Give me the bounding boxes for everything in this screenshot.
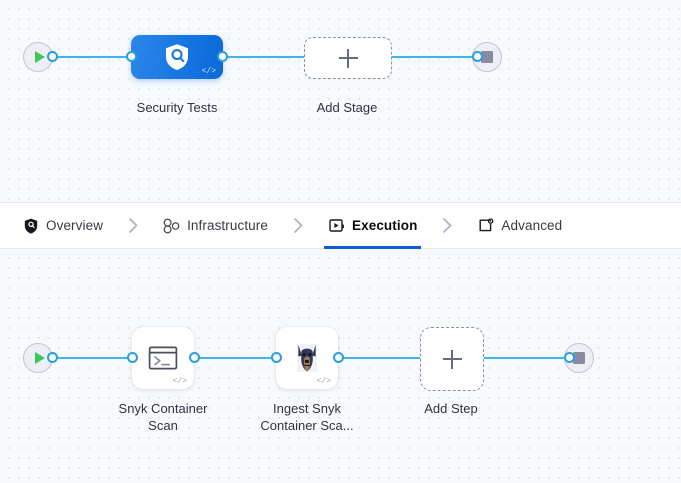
terminal-icon	[148, 346, 178, 370]
tab-execution[interactable]: Execution	[324, 203, 422, 249]
stage-end-port[interactable]	[472, 51, 483, 62]
stage-canvas[interactable]: </> Security Tests Add Stage	[0, 0, 681, 202]
play-icon	[34, 352, 45, 364]
step-node-snyk-container-scan[interactable]: </>	[132, 327, 194, 389]
code-badge: </>	[316, 377, 331, 386]
tab-label: Overview	[46, 218, 104, 233]
edge-add-stage-to-end	[390, 56, 478, 58]
edge-start-to-snyk-container-scan	[50, 357, 136, 359]
plus-icon	[442, 349, 462, 369]
stage-start-port[interactable]	[47, 51, 58, 62]
shield-search-icon	[166, 44, 188, 70]
add-step-button[interactable]	[420, 327, 484, 391]
stage-security-tests-in-port[interactable]	[126, 51, 137, 62]
tab-separator-1	[107, 203, 159, 248]
step-ingest-in-port[interactable]	[271, 352, 282, 363]
step-snyk-container-scan-in-port[interactable]	[127, 352, 138, 363]
stage-security-tests-out-port[interactable]	[217, 51, 228, 62]
stop-icon	[573, 352, 585, 364]
edge-start-to-security-tests	[50, 56, 136, 58]
plus-icon	[338, 48, 358, 68]
add-step-label: Add Step	[424, 401, 478, 416]
edge-security-tests-to-add-stage	[222, 56, 306, 58]
edge-add-step-to-end	[484, 357, 572, 359]
step-end-port[interactable]	[564, 352, 575, 363]
tab-separator-3	[421, 203, 473, 248]
stop-icon	[481, 51, 493, 63]
section-tabs: Overview Infrastructure	[0, 202, 681, 249]
add-stage-label: Add Stage	[316, 100, 378, 115]
chevron-right-icon	[128, 218, 137, 233]
step-snyk-container-scan-out-port[interactable]	[189, 352, 200, 363]
add-stage-button[interactable]	[304, 37, 392, 79]
shield-icon	[22, 217, 39, 234]
tab-label: Execution	[352, 218, 418, 233]
doberman-icon	[297, 344, 317, 372]
code-badge: </>	[172, 377, 187, 386]
cluster-nodes-icon	[163, 217, 180, 234]
step-ingest-out-port[interactable]	[333, 352, 344, 363]
step-node-ingest-snyk-container-scan[interactable]: </>	[276, 327, 338, 389]
tab-advanced[interactable]: Advanced	[473, 203, 566, 248]
tab-label: Infrastructure	[187, 218, 268, 233]
step-label-ingest-snyk-container-scan: Ingest Snyk Container Sca...	[260, 401, 354, 433]
code-badge: </>	[201, 67, 216, 76]
step-label-snyk-container-scan: Snyk Container Scan	[118, 401, 208, 433]
chevron-right-icon	[293, 218, 302, 233]
edge-snyk-container-scan-to-ingest	[195, 357, 283, 359]
step-start-port[interactable]	[47, 352, 58, 363]
tab-separator-2	[272, 203, 324, 248]
stage-node-security-tests[interactable]: </>	[131, 35, 223, 79]
play-icon	[34, 51, 45, 63]
edge-ingest-to-add-step	[339, 357, 423, 359]
tab-label: Advanced	[501, 218, 563, 233]
tab-infrastructure[interactable]: Infrastructure	[159, 203, 272, 248]
tab-overview[interactable]: Overview	[18, 203, 107, 248]
stage-label-security-tests: Security Tests	[136, 100, 218, 115]
gear-box-icon	[477, 217, 494, 234]
chevron-right-icon	[443, 218, 452, 233]
play-box-icon	[328, 217, 345, 234]
step-canvas[interactable]: </> Snyk Container Scan </> Ingest Snyk …	[0, 249, 681, 483]
